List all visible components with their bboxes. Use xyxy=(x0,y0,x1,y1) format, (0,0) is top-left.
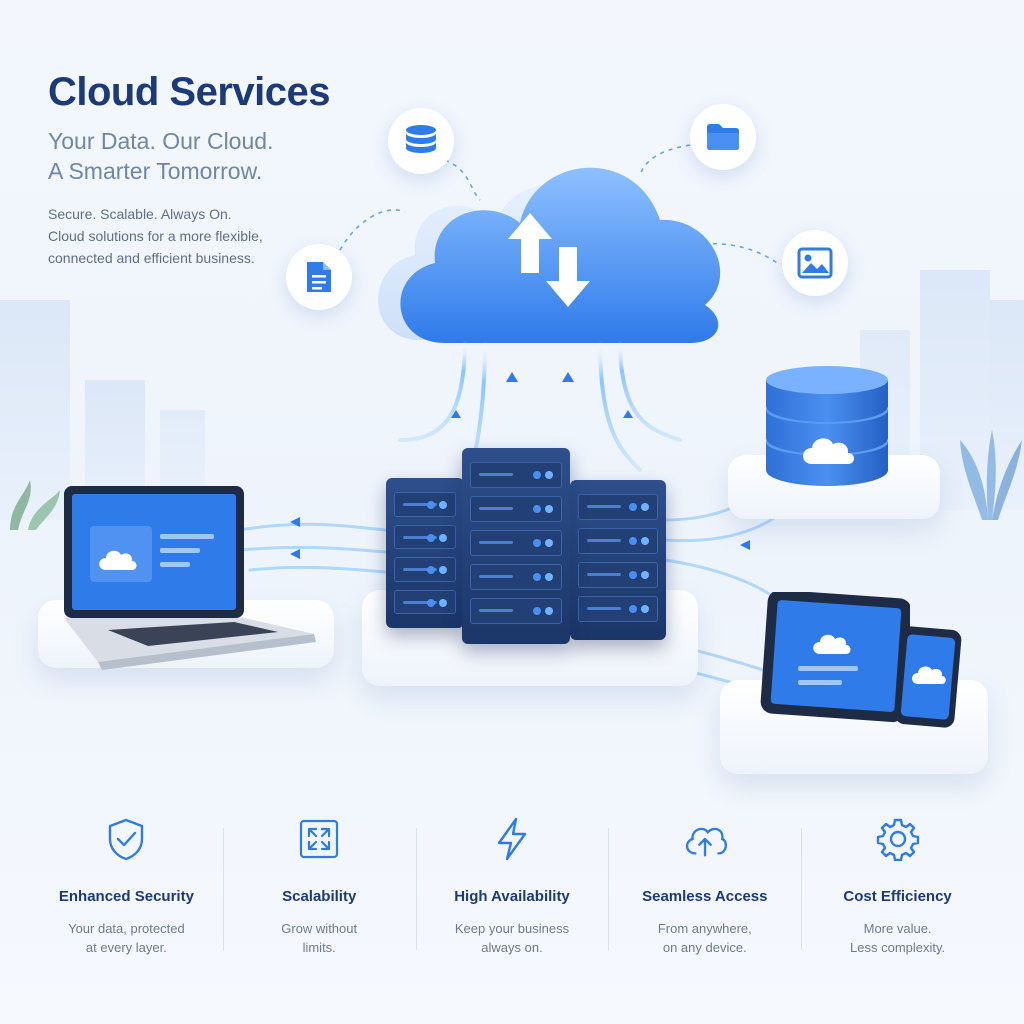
plant-right xyxy=(960,430,1022,520)
server-rack xyxy=(570,480,666,640)
feature-description: Grow without limits. xyxy=(281,919,357,957)
laptop xyxy=(64,486,316,670)
lightning-icon xyxy=(489,816,535,862)
document-bubble xyxy=(286,244,352,310)
feature-description-line: From anywhere, xyxy=(657,921,752,936)
feature-description: Keep your business always on. xyxy=(455,919,569,957)
feature-title: Enhanced Security xyxy=(58,888,194,905)
server-unit xyxy=(578,596,658,622)
cloud-icon xyxy=(99,550,137,570)
feature-enhanced-security: Enhanced Security Your data, protected a… xyxy=(30,808,223,968)
shield-check-icon xyxy=(103,816,149,862)
server-unit xyxy=(394,557,456,582)
tagline-line: A Smarter Tomorrow. xyxy=(48,158,263,184)
server-unit xyxy=(578,528,658,554)
description-line: connected and efficient business. xyxy=(48,250,255,266)
feature-description-line: limits. xyxy=(302,940,336,955)
feature-high-availability: High Availability Keep your business alw… xyxy=(415,808,609,968)
document-icon xyxy=(307,262,331,292)
feature-description: From anywhere, on any device. xyxy=(658,919,752,957)
cloud-storage-database xyxy=(766,366,888,486)
feature-title: Seamless Access xyxy=(642,888,768,905)
server-unit xyxy=(394,524,456,549)
feature-description-line: Grow without xyxy=(281,921,358,936)
feature-title: High Availability xyxy=(454,888,570,905)
database-bubble xyxy=(388,108,454,174)
hero-description: Secure. Scalable. Always On. Cloud solut… xyxy=(48,203,263,269)
server-unit xyxy=(394,492,456,517)
feature-scalability: Scalability Grow without limits. xyxy=(222,808,416,968)
cloud-upload-icon xyxy=(912,666,946,684)
feature-description-line: at every layer. xyxy=(85,940,167,955)
plant-left xyxy=(10,480,60,530)
cloud-icon xyxy=(803,438,854,464)
feature-description-line: always on. xyxy=(481,940,543,955)
server-unit xyxy=(470,530,562,556)
feature-description-line: Less complexity. xyxy=(850,940,946,955)
folder-icon xyxy=(707,124,739,150)
server-unit xyxy=(470,564,562,590)
feature-title: Cost Efficiency xyxy=(843,888,952,905)
feature-seamless-access: Seamless Access From anywhere, on any de… xyxy=(608,808,801,968)
database-icon xyxy=(406,125,436,153)
image-icon xyxy=(797,247,833,279)
smartphone xyxy=(896,626,962,728)
feature-description: Your data, protected at every layer. xyxy=(68,919,185,957)
server-unit xyxy=(578,494,658,520)
cloud-icon xyxy=(813,634,851,654)
folder-bubble xyxy=(690,104,756,170)
background-building xyxy=(0,300,70,520)
feature-description-line: on any device. xyxy=(662,940,747,955)
feature-cost-efficiency: Cost Efficiency More value. Less complex… xyxy=(801,808,994,968)
sync-arrows-icon xyxy=(508,213,590,307)
server-unit xyxy=(578,562,658,588)
feature-description: More value. Less complexity. xyxy=(850,919,945,957)
description-line: Cloud solutions for a more flexible, xyxy=(48,228,263,244)
image-bubble xyxy=(782,230,848,296)
features-row: Enhanced Security Your data, protected a… xyxy=(30,808,994,968)
feature-description-line: Your data, protected xyxy=(68,921,185,936)
description-line: Secure. Scalable. Always On. xyxy=(48,206,232,222)
server-unit xyxy=(394,589,456,614)
expand-arrows-icon xyxy=(296,816,342,862)
tagline: Your Data. Our Cloud. A Smarter Tomorrow… xyxy=(48,126,273,186)
gear-icon xyxy=(875,816,921,862)
server-unit xyxy=(470,462,562,488)
server-rack xyxy=(462,448,570,644)
server-rack xyxy=(386,478,464,628)
page-title: Cloud Services xyxy=(48,70,331,114)
feature-description-line: More value. xyxy=(863,921,932,936)
server-unit xyxy=(470,598,562,624)
cloud-upload-icon xyxy=(682,816,728,862)
feature-title: Scalability xyxy=(282,888,357,905)
feature-description-line: Keep your business xyxy=(454,921,570,936)
server-unit xyxy=(470,496,562,522)
main-cloud xyxy=(378,167,721,343)
tagline-line: Your Data. Our Cloud. xyxy=(48,128,274,154)
tablet xyxy=(760,592,910,723)
